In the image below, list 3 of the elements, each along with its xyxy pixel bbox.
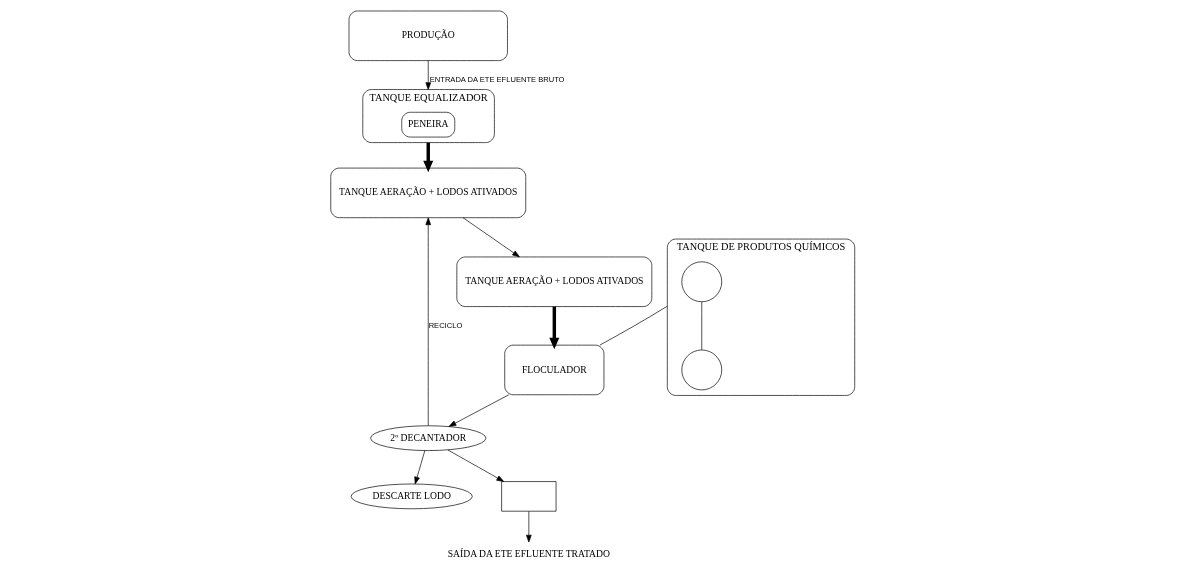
node-text: SAÍDA DA ETE EFLUENTE TRATADO [447, 548, 610, 560]
edge-label: RECICLO [428, 320, 463, 330]
edge-label: ENTRADA DA ETE EFLUENTE BRUTO [429, 74, 565, 84]
